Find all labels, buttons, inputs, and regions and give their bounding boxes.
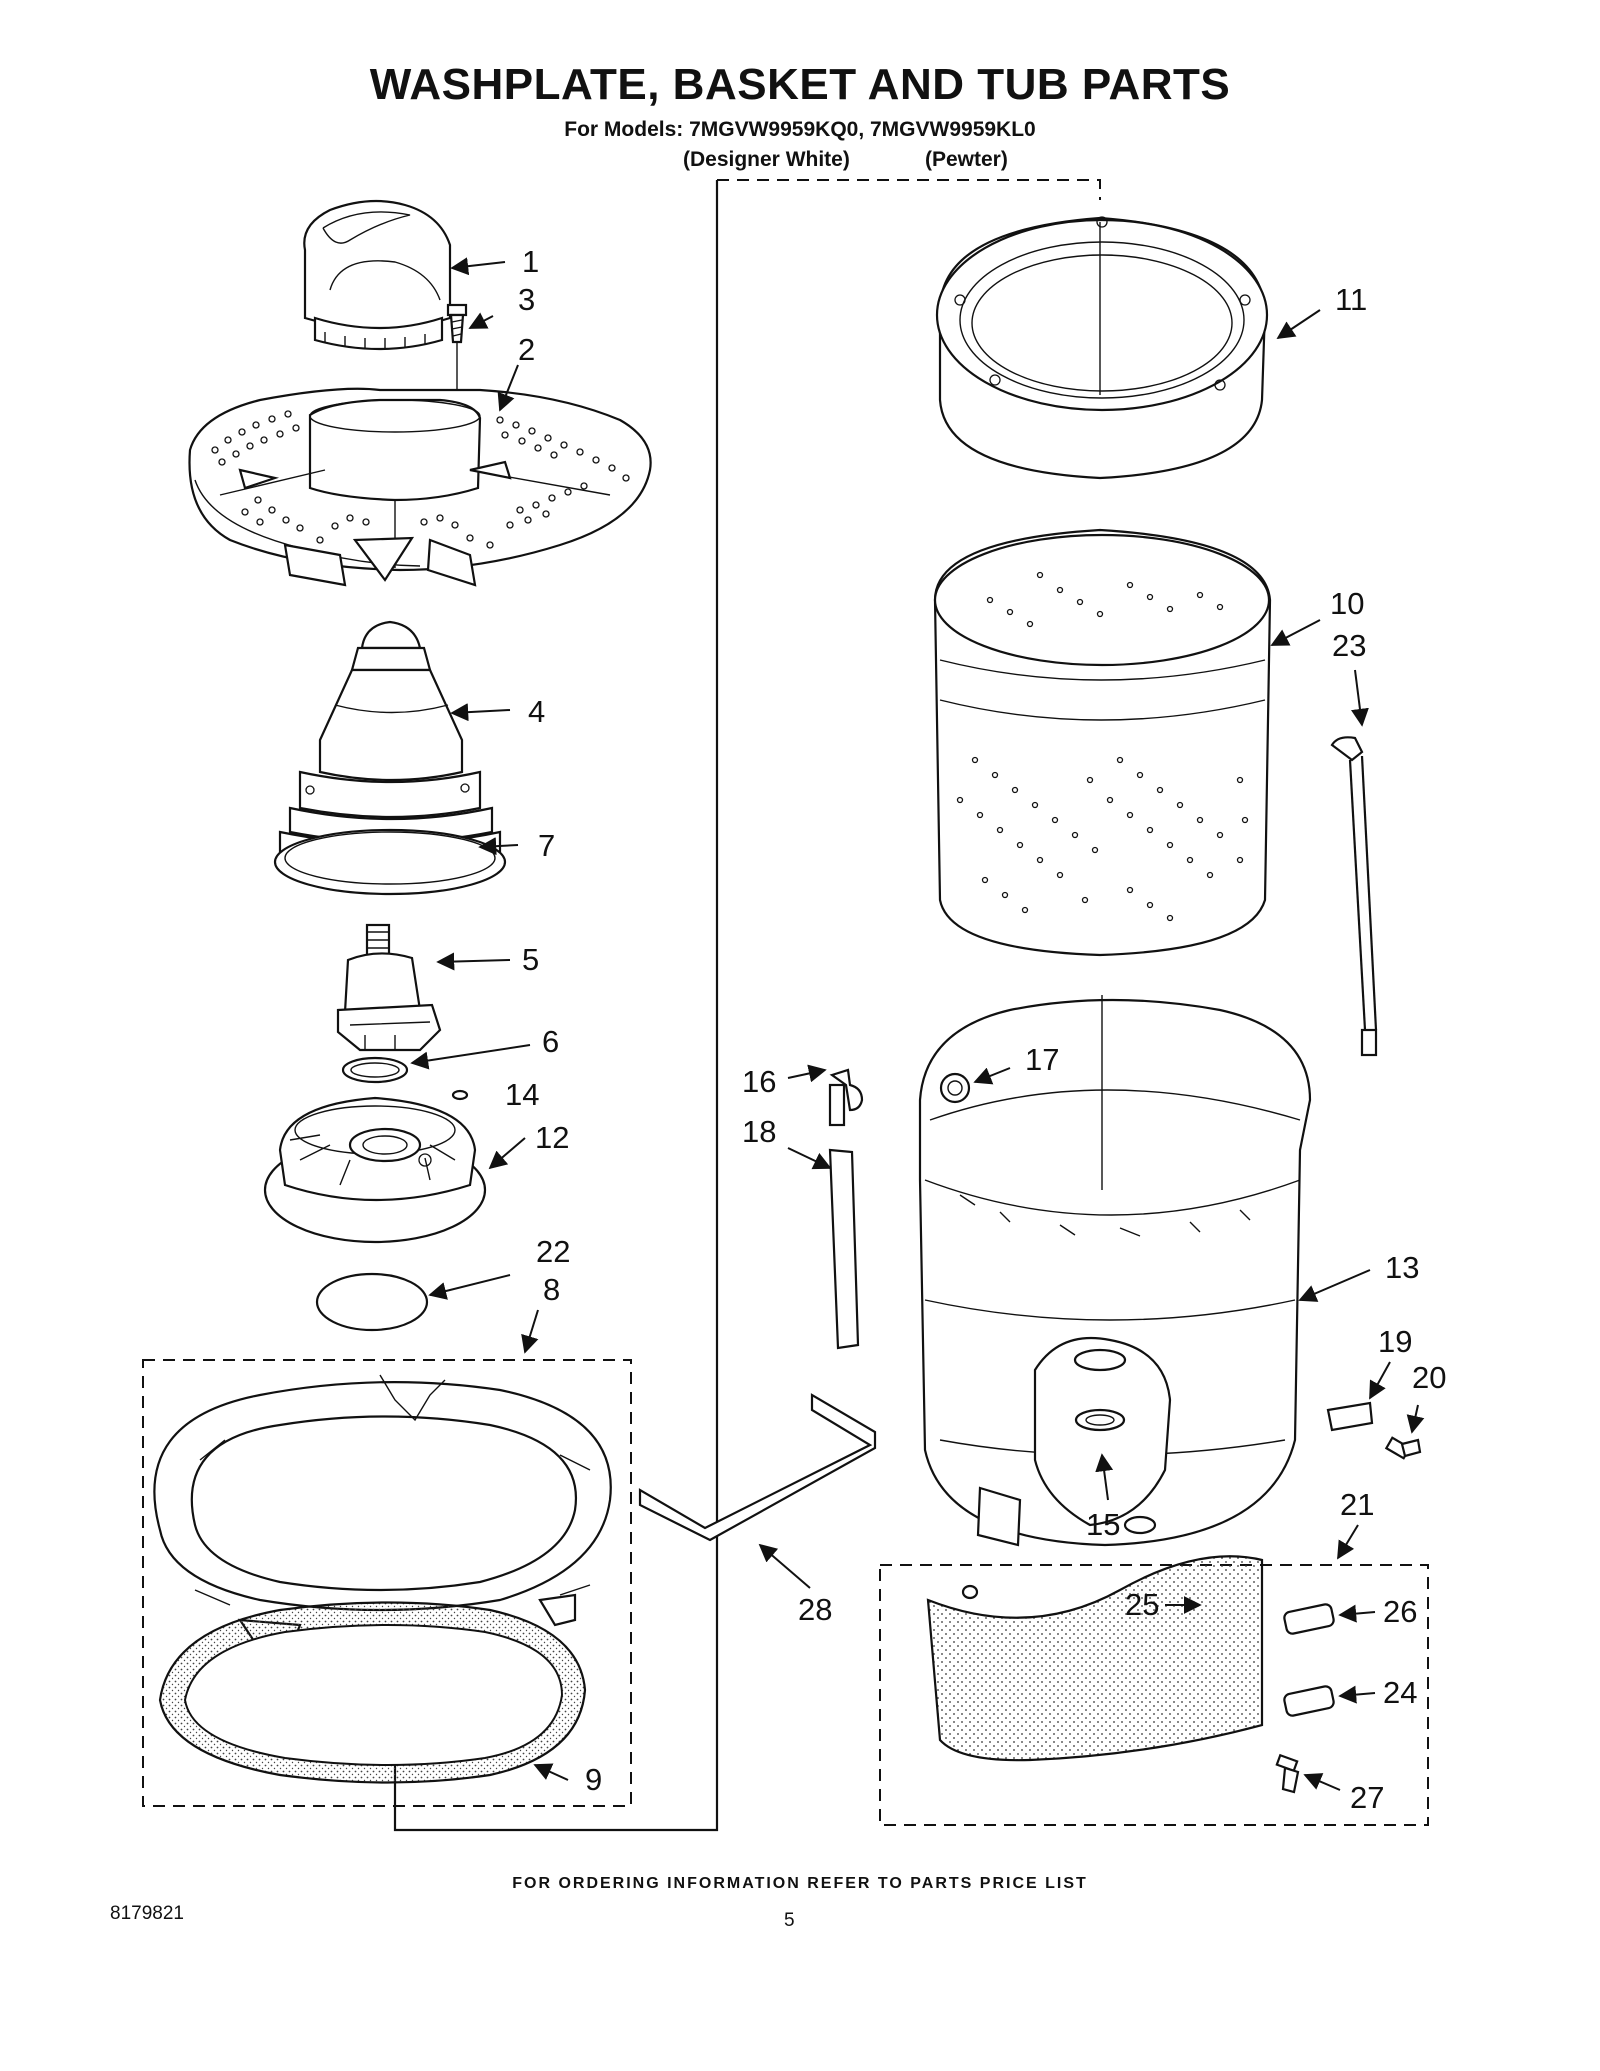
- callout-labels: 1 3 2 4 7 5 6 14 12 22 8 9 11 10 23 17 1…: [505, 244, 1446, 1815]
- callout-18: 18: [742, 1114, 776, 1149]
- part-5-drive: [336, 923, 442, 1052]
- callout-12: 12: [535, 1120, 569, 1155]
- part-22-disc: [315, 1272, 429, 1332]
- part-11-top-ring: [935, 216, 1269, 480]
- callout-16: 16: [742, 1064, 776, 1099]
- callout-1: 1: [522, 244, 539, 279]
- part-8-tub-ring: [153, 1374, 612, 1672]
- part-18-strip: [828, 1148, 860, 1350]
- callout-9: 9: [585, 1762, 602, 1797]
- models-line: For Models: 7MGVW9959KQ0, 7MGVW9959KL0: [564, 118, 1036, 141]
- part-28-bracket: [638, 1393, 877, 1542]
- callout-17: 17: [1025, 1042, 1059, 1077]
- callout-13: 13: [1385, 1250, 1419, 1285]
- part-27-screw: [1275, 1753, 1300, 1794]
- callout-4: 4: [528, 694, 545, 729]
- leader-lines: [410, 257, 1425, 1791]
- assembly-group-lines: [142, 179, 1429, 1832]
- callout-20: 20: [1412, 1360, 1446, 1395]
- part-12-hub: [263, 1096, 487, 1244]
- callout-19: 19: [1378, 1324, 1412, 1359]
- callout-22: 22: [536, 1234, 570, 1269]
- callout-10: 10: [1330, 586, 1364, 621]
- callout-2: 2: [518, 332, 535, 367]
- callout-25: 25: [1125, 1587, 1159, 1622]
- document-number: 8179821: [110, 1903, 184, 1924]
- washplate-holes: [211, 410, 630, 549]
- variant-designer-white: (Designer White): [683, 148, 850, 171]
- part-1-cap: [303, 199, 452, 351]
- callout-8: 8: [543, 1272, 560, 1307]
- part-2-washplate: [188, 387, 652, 587]
- variant-pewter: (Pewter): [925, 148, 1008, 171]
- callout-15: 15: [1086, 1507, 1120, 1542]
- callout-11: 11: [1335, 282, 1367, 317]
- part-14-o-ring: [451, 1089, 469, 1101]
- page-title: WASHPLATE, BASKET AND TUB PARTS: [369, 60, 1231, 109]
- page-number: 5: [784, 1910, 795, 1931]
- part-10-basket: [933, 528, 1272, 957]
- callout-24: 24: [1383, 1675, 1417, 1710]
- part-13-outer-tub: [918, 995, 1312, 1547]
- part-26-plate: [1283, 1603, 1335, 1635]
- callout-6: 6: [542, 1024, 559, 1059]
- basket-holes: [956, 571, 1249, 922]
- part-21-insulation-pad: [926, 1555, 1264, 1762]
- part-6-snap-ring: [341, 1056, 409, 1084]
- part-9-foam-seal: [158, 1601, 587, 1784]
- part-16-clip: [828, 1068, 864, 1127]
- part-24-plate: [1283, 1685, 1335, 1717]
- part-23-hose: [1330, 736, 1378, 1057]
- callout-26: 26: [1383, 1594, 1417, 1629]
- callout-14: 14: [505, 1077, 539, 1112]
- part-25-fastener: [961, 1584, 979, 1600]
- part-19-plate: [1326, 1401, 1374, 1432]
- callout-23: 23: [1332, 628, 1366, 663]
- part-20-screw: [1384, 1436, 1422, 1460]
- callout-21: 21: [1340, 1487, 1374, 1522]
- callout-3: 3: [518, 282, 535, 317]
- callout-7: 7: [538, 828, 555, 863]
- callout-5: 5: [522, 942, 539, 977]
- ordering-note: FOR ORDERING INFORMATION REFER TO PARTS …: [512, 1875, 1088, 1892]
- callout-27: 27: [1350, 1780, 1384, 1815]
- part-7-ring: [273, 828, 507, 896]
- callout-28: 28: [798, 1592, 832, 1627]
